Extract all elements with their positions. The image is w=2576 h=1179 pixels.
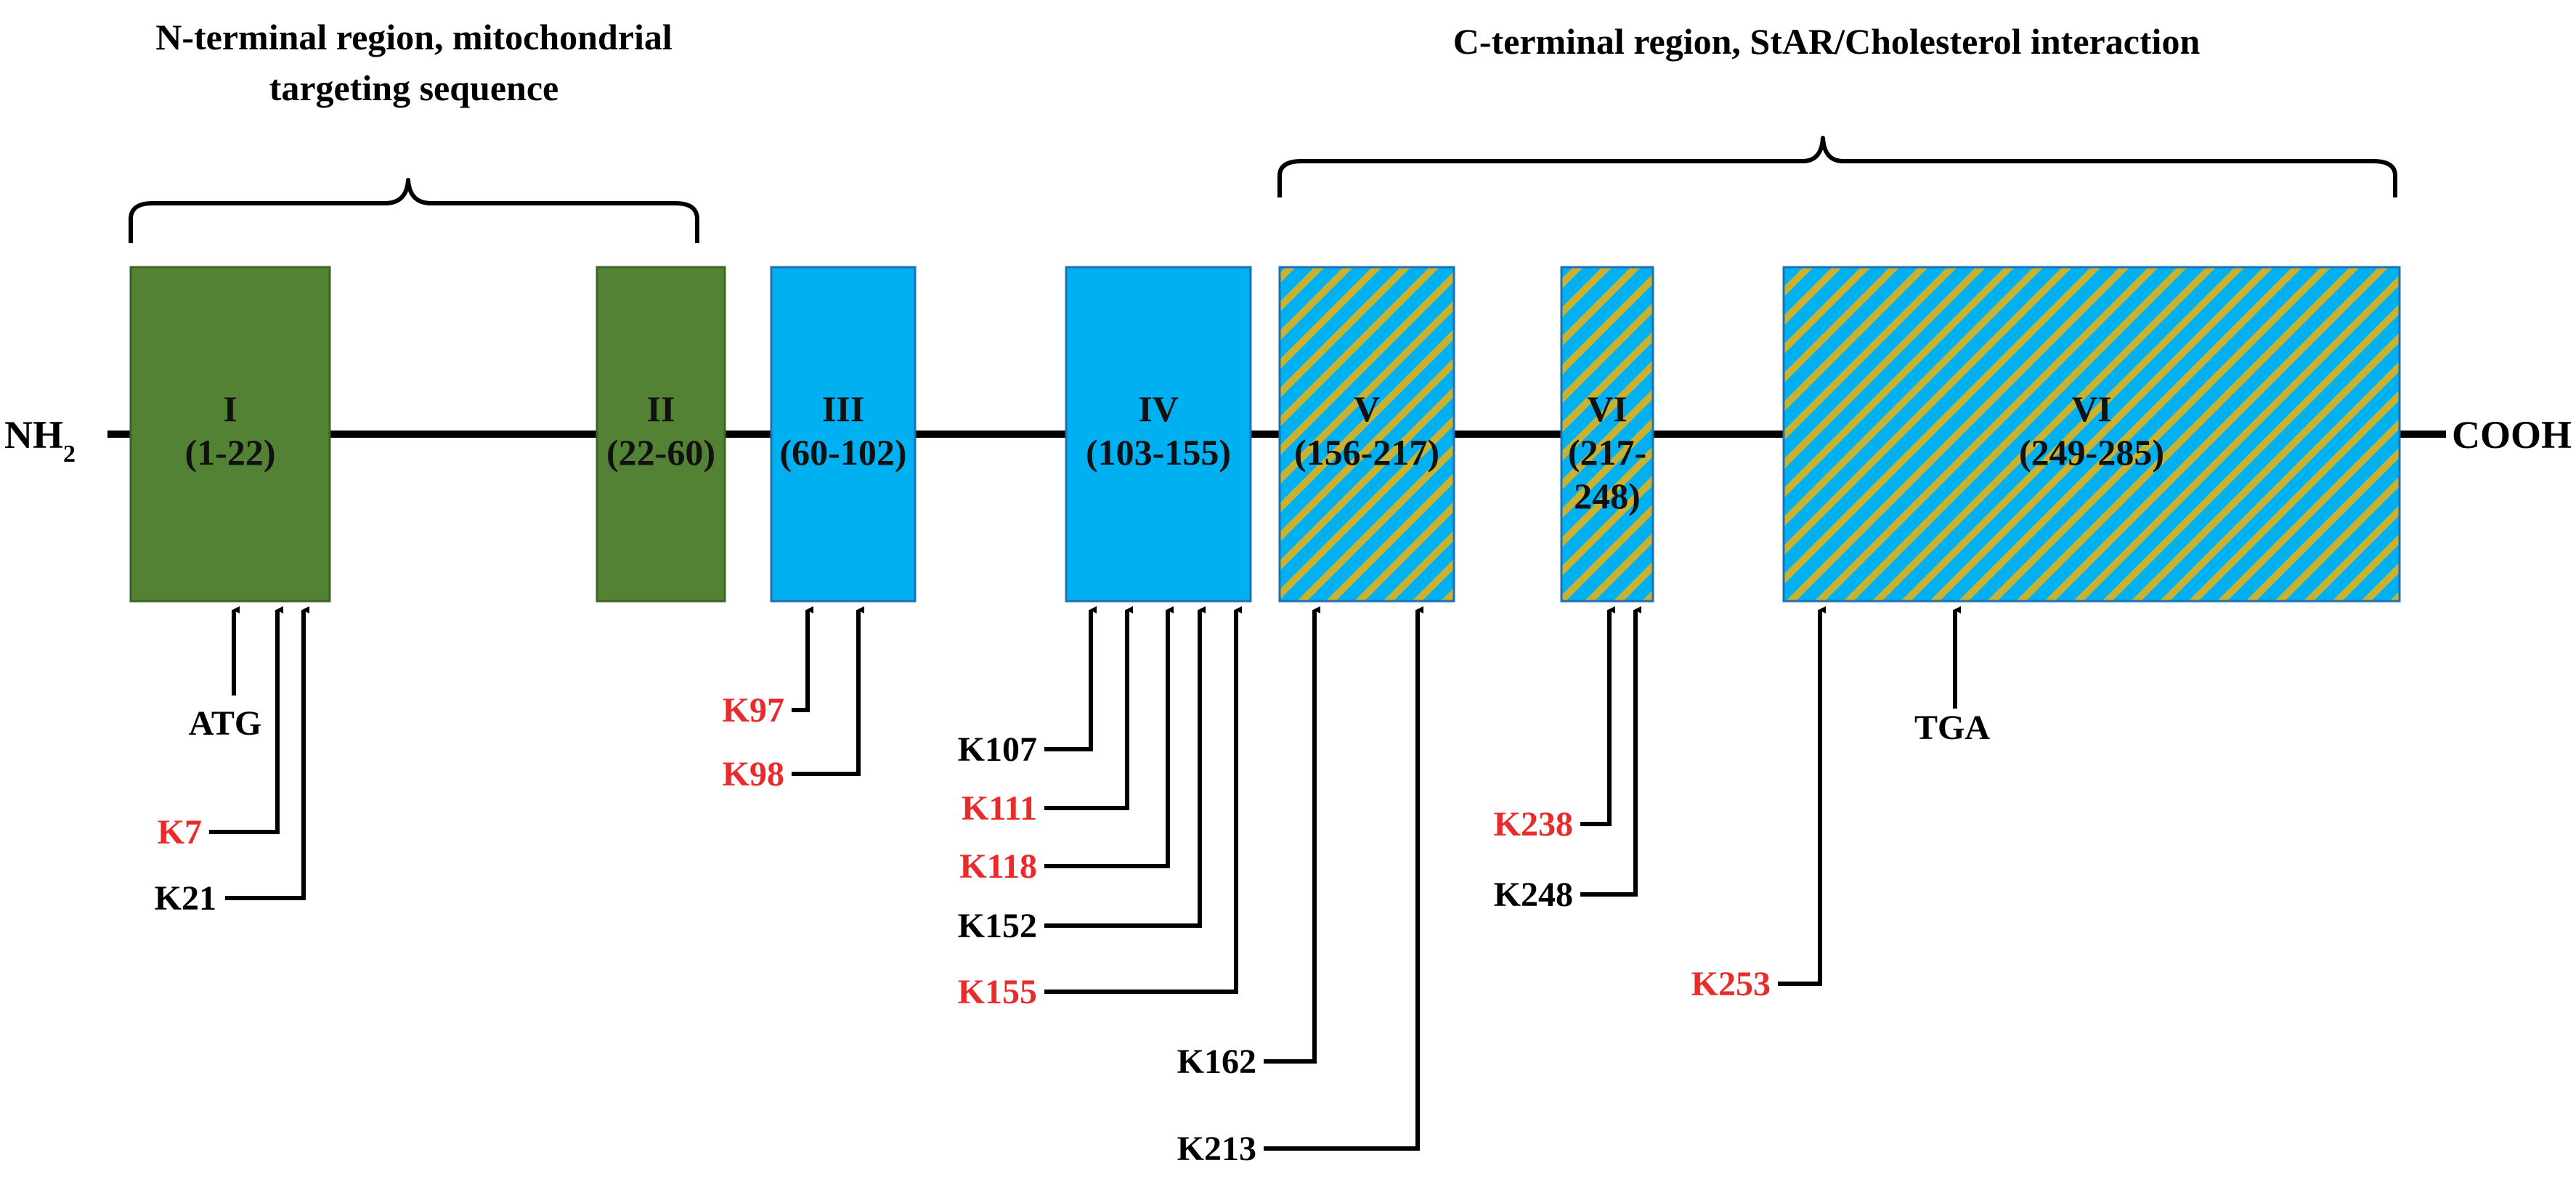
svg-text:NH2: NH2 bbox=[4, 413, 76, 468]
exon-1: I (1-22) bbox=[129, 266, 331, 603]
exon-3-number: III bbox=[822, 388, 864, 429]
exon-6: VI (217- 248) bbox=[1560, 266, 1654, 603]
site-label-tga: TGA bbox=[1914, 709, 1990, 747]
exon-6-number: VI bbox=[1587, 388, 1628, 429]
exon-1-box bbox=[129, 266, 331, 603]
exon-4-box bbox=[1065, 266, 1252, 603]
site-label-k111: K111 bbox=[962, 789, 1037, 828]
n-terminus-subscript: 2 bbox=[63, 441, 76, 468]
site-label-k7: K7 bbox=[158, 813, 202, 852]
exon-4-range: (103-155) bbox=[1086, 432, 1231, 473]
site-label-k238: K238 bbox=[1494, 805, 1573, 844]
exon-7-box bbox=[1782, 266, 2401, 603]
site-label-atg: ATG bbox=[189, 704, 261, 743]
arrow-k7 bbox=[209, 606, 283, 834]
arrow-k97 bbox=[792, 606, 813, 712]
exon-5-number: V bbox=[1354, 388, 1380, 429]
site-label-k107: K107 bbox=[958, 730, 1037, 769]
n-terminal-title-line1: N-terminal region, mitochondrial bbox=[155, 17, 673, 57]
c-terminal-brace bbox=[1277, 136, 2397, 197]
site-label-k155: K155 bbox=[958, 973, 1037, 1011]
site-label-k162: K162 bbox=[1177, 1043, 1256, 1081]
exon-3: III (60-102) bbox=[770, 266, 917, 603]
site-label-k21: K21 bbox=[155, 879, 216, 918]
n-terminal-region-title: N-terminal region, mitochondrial targeti… bbox=[155, 17, 673, 108]
arrow-k238 bbox=[1580, 606, 1615, 826]
arrow-k248 bbox=[1580, 606, 1641, 897]
exon-7-number: VI bbox=[2071, 388, 2112, 429]
exon-2-number: II bbox=[647, 388, 675, 429]
exon-1-range: (1-22) bbox=[185, 432, 276, 473]
site-label-k213: K213 bbox=[1177, 1130, 1256, 1168]
site-label-k118: K118 bbox=[959, 847, 1037, 886]
exon-3-range: (60-102) bbox=[780, 432, 907, 473]
exon-1-number: I bbox=[223, 388, 237, 429]
arrow-k152 bbox=[1044, 606, 1206, 928]
arrow-k213 bbox=[1264, 606, 1423, 1151]
exon-2-range: (22-60) bbox=[606, 432, 715, 473]
exon-6-range-line2: 248) bbox=[1574, 476, 1641, 516]
site-label-k152: K152 bbox=[958, 907, 1037, 945]
exon-6-box bbox=[1560, 266, 1654, 603]
n-terminal-title-line2: targeting sequence bbox=[269, 68, 559, 108]
exon-7-range: (249-285) bbox=[2019, 432, 2164, 473]
exon-7: VI (249-285) bbox=[1782, 266, 2401, 603]
c-terminus-label: COOH bbox=[2452, 413, 2572, 457]
exon-3-box bbox=[770, 266, 917, 603]
exon-2: II (22-60) bbox=[596, 266, 726, 603]
arrow-k98 bbox=[792, 606, 864, 776]
site-label-k248: K248 bbox=[1494, 876, 1573, 914]
arrow-k107 bbox=[1044, 606, 1097, 751]
site-label-k253: K253 bbox=[1691, 965, 1771, 1003]
site-arrows bbox=[209, 606, 1961, 1151]
n-terminal-brace bbox=[129, 178, 699, 243]
exon-4: IV (103-155) bbox=[1065, 266, 1252, 603]
exon-5-range: (156-217) bbox=[1294, 432, 1439, 473]
exon-4-number: IV bbox=[1138, 388, 1179, 429]
site-label-k97: K97 bbox=[723, 691, 784, 730]
arrow-k155 bbox=[1044, 606, 1242, 994]
site-labels: ATG K7 K21 K97 K98 K107 K111 K118 K152 K… bbox=[155, 691, 1991, 1168]
exon-5-box bbox=[1278, 266, 1455, 603]
arrow-k21 bbox=[225, 606, 309, 900]
arrow-k162 bbox=[1264, 606, 1320, 1064]
arrow-k118 bbox=[1044, 606, 1174, 868]
n-terminus-text: NH bbox=[4, 413, 63, 457]
c-terminal-title: C-terminal region, StAR/Cholesterol inte… bbox=[1453, 21, 2201, 62]
exon-2-box bbox=[596, 266, 726, 603]
exon-5: V (156-217) bbox=[1278, 266, 1455, 603]
arrow-k253 bbox=[1778, 606, 1826, 986]
site-label-k98: K98 bbox=[723, 755, 784, 794]
n-terminus-label: NH2 bbox=[4, 413, 76, 468]
arrow-k111 bbox=[1044, 606, 1133, 810]
exon-6-range-line1: (217- bbox=[1568, 432, 1646, 473]
